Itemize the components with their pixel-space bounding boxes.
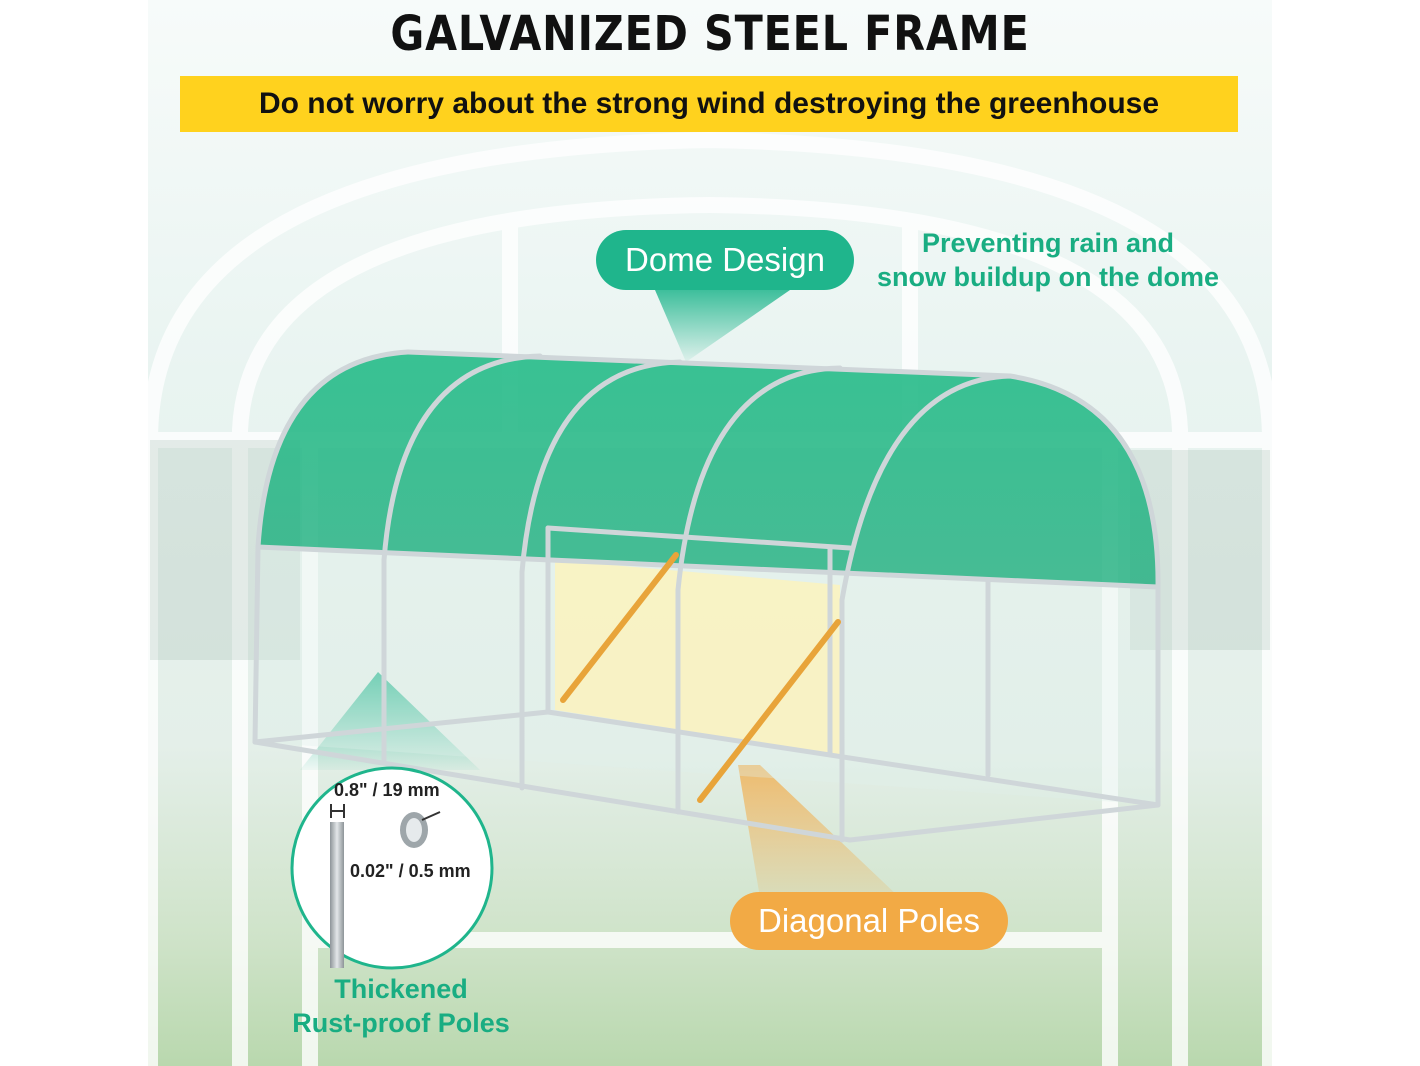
dome-note-line1: Preventing rain and (921, 228, 1175, 258)
banner-text: Do not worry about the strong wind destr… (258, 87, 1160, 120)
diagonal-poles-text: Diagonal Poles (758, 902, 980, 939)
diagonal-callout-beam (738, 765, 900, 898)
thickened-line1: Thickened (334, 974, 468, 1004)
pipe-cross-section-icon (400, 811, 441, 848)
thickened-poles-note: Thickened Rust-proof Poles (262, 972, 540, 1040)
headline-banner: Do not worry about the strong wind destr… (180, 76, 1238, 132)
pole-illustration (330, 822, 344, 968)
frame-poles (252, 349, 1161, 843)
dome-design-label: Dome Design (596, 230, 854, 290)
thickened-line2: Rust-proof Poles (292, 1008, 510, 1038)
diameter-marker (330, 804, 345, 818)
interior-glow (555, 560, 840, 755)
pole-diameter-spec: 0.8" / 19 mm (334, 780, 440, 800)
diagonal-poles (560, 552, 841, 803)
dome-note-line2: snow buildup on the dome (877, 262, 1219, 292)
dome-design-text: Dome Design (625, 241, 825, 278)
page-title: GALVANIZED STEEL FRAME (390, 6, 1030, 62)
diagonal-poles-label: Diagonal Poles (730, 892, 1008, 950)
dome-callout-beam (655, 290, 790, 362)
dome-note: Preventing rain and snow buildup on the … (858, 226, 1238, 294)
dome-cover (258, 352, 1159, 587)
pole-thickness-spec: 0.02" / 0.5 mm (350, 861, 471, 881)
pole-callout-beam (300, 672, 480, 770)
